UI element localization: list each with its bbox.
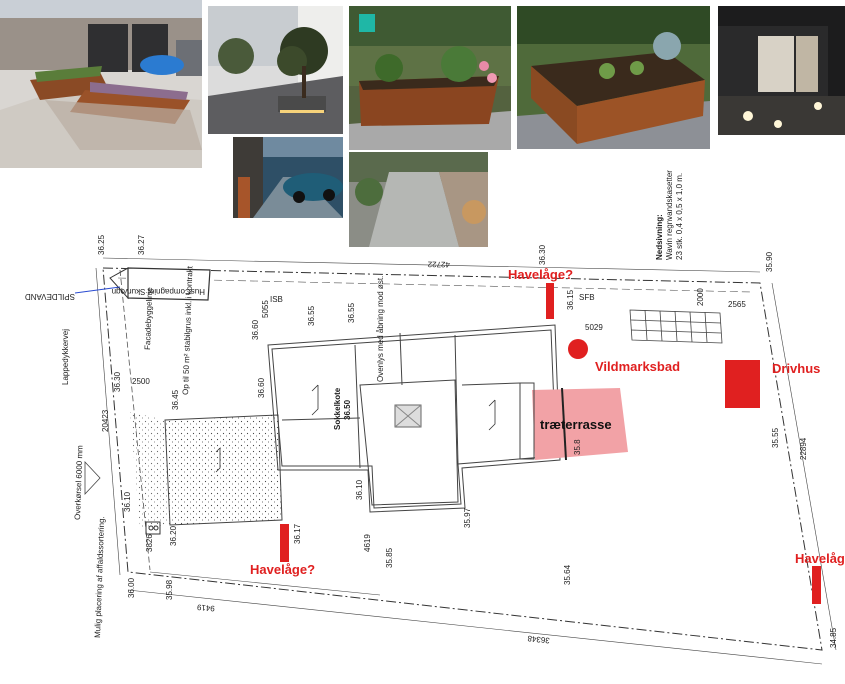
photo-side-path-car bbox=[233, 137, 343, 218]
dim-36-10-left: 36.10 bbox=[123, 491, 132, 512]
dim-line-bottom-inner bbox=[149, 571, 381, 596]
dim-36-60a: 36.60 bbox=[251, 319, 260, 340]
terrace-edge bbox=[561, 387, 567, 461]
dim-36-20: 36.20 bbox=[169, 525, 178, 546]
stair-arrows bbox=[215, 384, 496, 473]
terrace-step bbox=[519, 382, 535, 460]
dim-line-top bbox=[102, 257, 761, 273]
sokkelkote-title: Sokkelkote bbox=[333, 387, 342, 430]
bin-icon bbox=[145, 521, 161, 535]
dim-36-55a: 36.55 bbox=[307, 305, 316, 326]
nedsivning-line1: Wavin regnvandskasetter bbox=[665, 170, 674, 260]
hot-tub-marker bbox=[568, 339, 588, 359]
photo-planter-tree bbox=[208, 6, 343, 134]
dim-36-25: 36.25 bbox=[97, 234, 106, 255]
wood-terrace bbox=[532, 388, 628, 460]
huscompagniet-label: HusCompagniet Skurvogn bbox=[112, 287, 205, 296]
dim-36-30-top: 36.30 bbox=[538, 244, 547, 265]
havelage-top-label: Havelåge? bbox=[508, 267, 573, 282]
dim-36-55b: 36.55 bbox=[347, 302, 356, 323]
dim-36-60b: 36.60 bbox=[257, 377, 266, 398]
sokkelkote-value: 36.50 bbox=[343, 399, 352, 420]
vildmarksbad-label: Vildmarksbad bbox=[595, 359, 680, 374]
nedsivning-line2: 23 stk. 0,4 x 0,5 x 1,0 m. bbox=[675, 173, 684, 260]
garden-gate-right-marker bbox=[812, 566, 821, 604]
rainwater-cassettes bbox=[629, 309, 723, 344]
dim-35-55: 35.55 bbox=[771, 427, 780, 448]
photo-house-evening bbox=[718, 6, 845, 135]
dim-5029: 5029 bbox=[585, 323, 603, 332]
facadebyggelinje-label: Facadebyggelinje bbox=[143, 287, 154, 351]
dim-42722: 42722 bbox=[427, 260, 450, 269]
dim-36-30-left: 36.30 bbox=[113, 371, 122, 392]
dim-36-45: 36.45 bbox=[171, 389, 180, 410]
dim-4619: 4619 bbox=[363, 534, 372, 552]
affald-label: Mulig placering af affaldssortering. bbox=[93, 516, 106, 638]
dim-2500: 2500 bbox=[132, 377, 150, 386]
facade-building-line bbox=[119, 269, 151, 571]
greenhouse-marker bbox=[725, 360, 760, 408]
ovenlys-label: Ovenlys med åbning mod øst. bbox=[376, 276, 385, 382]
dim-36-27: 36.27 bbox=[137, 234, 146, 255]
garden-gate-bottom-marker bbox=[280, 524, 289, 562]
photo-corten-planter-tulips bbox=[349, 6, 511, 150]
dim-22894: 22894 bbox=[799, 437, 808, 460]
driveway-arrow bbox=[84, 460, 101, 496]
dim-34-85: 34.85 bbox=[829, 627, 838, 648]
traeterrasse-label: træterrasse bbox=[540, 417, 612, 432]
photo-driveway-planters bbox=[0, 0, 202, 168]
dim-36-10-mid: 36.10 bbox=[355, 479, 364, 500]
dim-line-bottom bbox=[127, 589, 823, 665]
gravel-strip bbox=[130, 412, 170, 528]
overkoersel-label: Overkørsel 6000 mm bbox=[73, 445, 85, 520]
photo-paved-path bbox=[349, 152, 488, 247]
trailer-box bbox=[109, 267, 211, 301]
dim-36-15: 36.15 bbox=[566, 289, 575, 310]
dim-5055: 5055 bbox=[261, 300, 270, 318]
sfb-label: SFB bbox=[579, 293, 595, 302]
property-boundary bbox=[102, 267, 823, 651]
havelage-bottom-label: Havelåge? bbox=[250, 562, 315, 577]
nedsivning-title: Nedsivning: bbox=[655, 214, 664, 260]
dim-9419: 9419 bbox=[196, 602, 215, 613]
dim-36-00: 36.00 bbox=[127, 577, 136, 598]
dim-35-85: 35.85 bbox=[385, 547, 394, 568]
dim-35-98: 35.98 bbox=[165, 579, 174, 600]
terrace-level-label: 35.8 bbox=[573, 439, 582, 455]
spildevand-arrow bbox=[74, 286, 121, 294]
inner-boundary-line bbox=[117, 277, 753, 293]
lappedykkervej-label: Lappedykkervej bbox=[61, 329, 70, 385]
house-outline bbox=[267, 324, 561, 513]
dim-36-17: 36.17 bbox=[293, 523, 302, 544]
photo-large-corten-bed bbox=[517, 6, 710, 149]
dim-2000: 2000 bbox=[696, 288, 705, 306]
dim-line-left bbox=[95, 267, 121, 576]
spildevand-label: SPILDEVAND bbox=[25, 292, 75, 301]
dim-20423: 20423 bbox=[101, 409, 110, 432]
carport-area bbox=[164, 414, 283, 526]
drivhus-label: Drivhus bbox=[772, 361, 820, 376]
dim-36348: 36348 bbox=[527, 634, 551, 645]
havelage-right-label: Havelåg bbox=[795, 551, 845, 566]
dim-35-97: 35.97 bbox=[463, 507, 472, 528]
dim-35-64: 35.64 bbox=[563, 564, 572, 585]
dim-3826: 3826 bbox=[145, 534, 154, 552]
garden-gate-top-marker bbox=[546, 283, 554, 319]
dim-35-90: 35.90 bbox=[765, 251, 774, 272]
dim-line-right bbox=[771, 282, 837, 651]
isb-label: ISB bbox=[270, 295, 283, 304]
dim-2565: 2565 bbox=[728, 300, 746, 309]
